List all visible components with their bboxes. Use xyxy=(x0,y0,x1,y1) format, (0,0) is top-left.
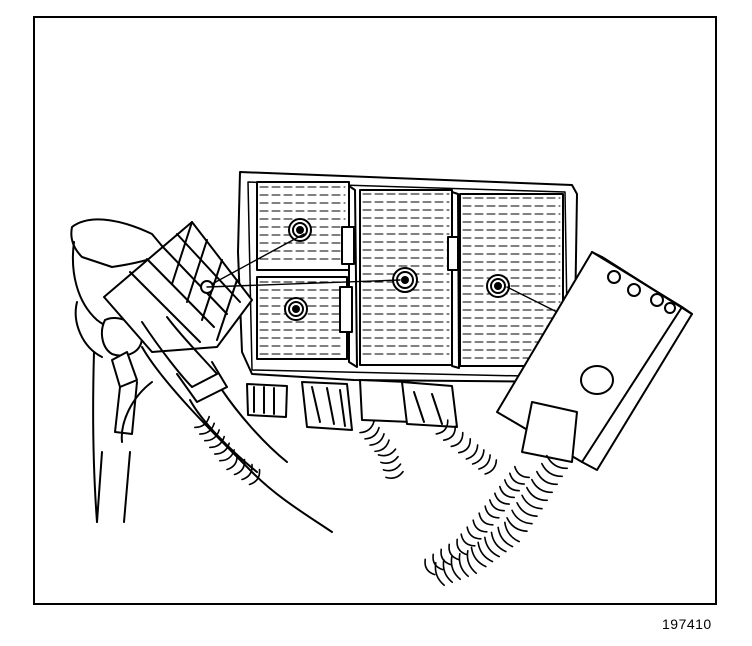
fuse-block-illustration xyxy=(70,171,693,587)
stud-nut xyxy=(288,218,312,242)
figure-frame xyxy=(33,16,717,605)
connector-illustration xyxy=(496,251,693,471)
leader-lines xyxy=(206,233,558,313)
connector-illustration xyxy=(96,221,288,523)
stud-nut xyxy=(284,297,308,321)
wire-harness-illustration xyxy=(194,415,568,587)
junction-block xyxy=(237,171,578,431)
figure-number: 197410 xyxy=(662,616,712,632)
stud-nut xyxy=(486,274,510,298)
